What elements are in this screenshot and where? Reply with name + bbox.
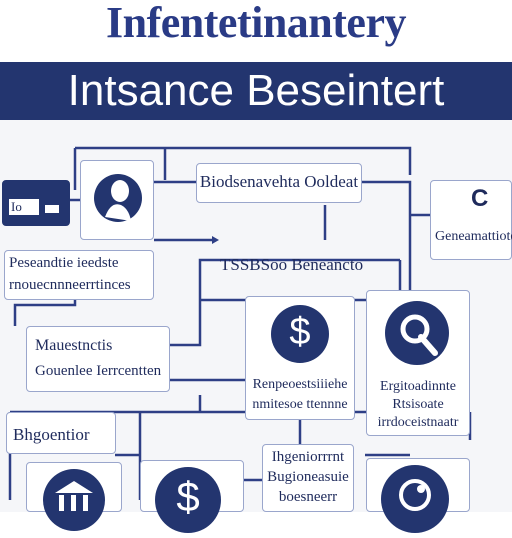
bottom-mid-line2: Bugioneasuie	[267, 469, 349, 485]
mid-left-line1: Mauestnctis	[35, 337, 113, 354]
dollar-node: $ Renpeoestsiiiehe nmitesoe ttennne	[245, 296, 355, 420]
wrench-node: Ergitoadinnte Rtsisoate irrdoceistnaatr	[366, 290, 470, 436]
bottom-left-node: Bhgoentior	[6, 412, 116, 454]
id-card-label: Io	[11, 199, 22, 214]
globe-node	[366, 458, 470, 533]
middle-center-label: TSSBSoo Beneancto	[220, 255, 364, 274]
top-right-title: C	[471, 185, 489, 212]
wrench-icon	[385, 301, 449, 365]
top-center-node: Biodsenavehta Ooldeat	[196, 163, 362, 203]
bank-icon	[43, 469, 105, 531]
id-card-panel: Io	[9, 199, 39, 215]
wrench-node-line2: Rtsisoate	[392, 397, 444, 412]
bottom-left-label: Bhgoentior	[13, 425, 90, 444]
bottom-mid-node: Ihgeniorrrnt Bugioneasuie boesneerr	[262, 444, 354, 512]
bottom-dollar-node: $	[140, 460, 244, 533]
person-node	[80, 160, 154, 240]
top-right-node: C Geneamattiote	[430, 180, 512, 260]
person-silhouette-icon	[94, 174, 142, 222]
mid-left-line2: Gouenlee Ierrcentten	[35, 363, 162, 379]
wrench-node-line3: irrdoceistnaatr	[377, 415, 459, 430]
top-center-label: Biodsenavehta Ooldeat	[199, 172, 359, 191]
dollar-icon: $	[271, 305, 329, 363]
page-title: Infentetinantery	[106, 0, 406, 47]
left-text-node: Peseandtie ieedste rnouecnnneerrtinces	[4, 250, 154, 300]
bottom-mid-line3: boesneerr	[278, 489, 338, 505]
id-card-icon: Io	[2, 180, 70, 226]
globe-icon	[381, 465, 449, 533]
left-text-line2: rnouecnnneerrtinces	[9, 277, 131, 293]
bottom-mid-line1: Ihgeniorrrnt	[271, 449, 345, 465]
top-right-sub: Geneamattiote	[435, 229, 512, 244]
left-text-line1: Peseandtie ieedste	[9, 255, 119, 271]
mid-left-node: Mauestnctis Gouenlee Ierrcentten	[26, 326, 170, 392]
bank-node	[26, 462, 122, 531]
dollar-node-line2: nmitesoe ttennne	[252, 397, 348, 412]
dollar-icon: $	[155, 467, 221, 533]
header-banner: Intsance Beseintert	[0, 62, 512, 120]
wrench-node-line1: Ergitoadinnte	[380, 379, 456, 394]
id-card-chip	[45, 205, 59, 213]
dollar-node-line1: Renpeoestsiiiehe	[252, 377, 348, 392]
